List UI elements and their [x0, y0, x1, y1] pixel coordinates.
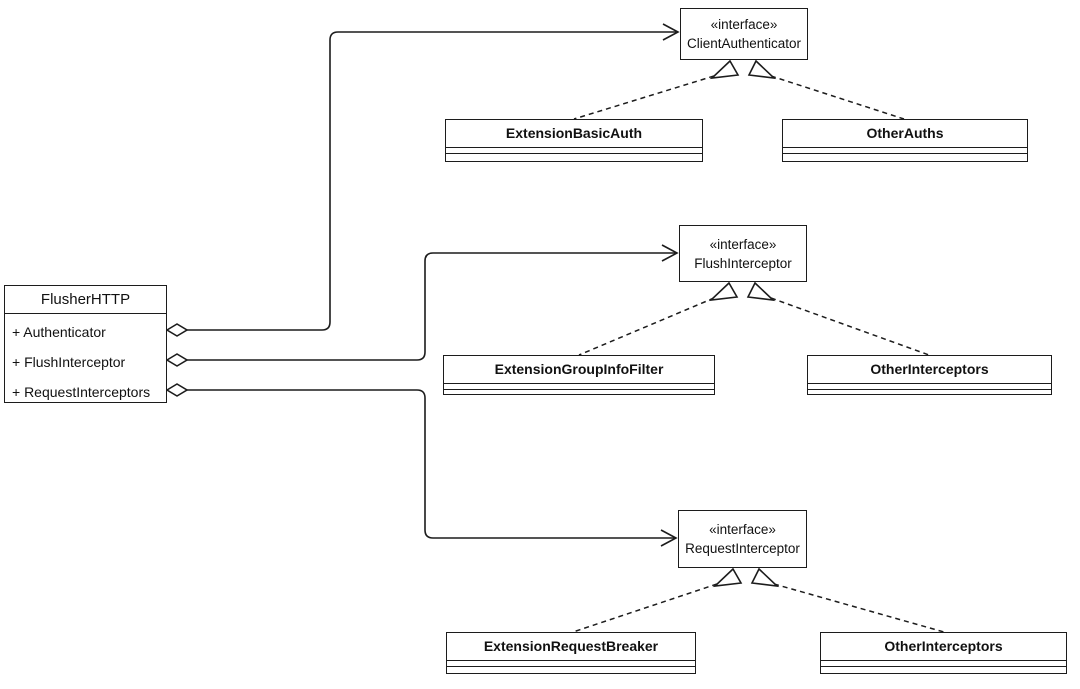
realization-triangle-icon: [709, 59, 740, 80]
interface-name: RequestInterceptor: [685, 541, 800, 556]
class-title: OtherInterceptors: [808, 356, 1051, 384]
empty-methods-compartment: [783, 154, 1027, 161]
interface-stereotype: «interface»: [710, 17, 778, 32]
class-flusherhttp: FlusherHTTP + Authenticator + FlushInter…: [4, 285, 167, 403]
realization-triangle-icon: [712, 567, 743, 588]
edge-aggregation-requestinterceptors: [187, 389, 675, 539]
interface-flushinterceptor: «interface» FlushInterceptor: [679, 225, 807, 282]
empty-methods-compartment: [821, 667, 1066, 673]
edge-aggregation-flushinterceptor: [187, 252, 676, 361]
empty-methods-compartment: [446, 154, 702, 161]
interface-name: ClientAuthenticator: [686, 36, 802, 51]
empty-methods-compartment: [447, 667, 695, 673]
aggregation-diamond-icon: [165, 353, 189, 367]
realization-triangle-icon: [750, 567, 780, 588]
interface-requestinterceptor: «interface» RequestInterceptor: [678, 510, 807, 568]
class-title: ExtensionBasicAuth: [446, 120, 702, 148]
edge-realization-otherauths: [770, 75, 905, 120]
empty-attributes-compartment: [808, 384, 1051, 390]
interface-name: FlushInterceptor: [694, 255, 792, 271]
open-arrowhead-icon: [661, 244, 679, 262]
interface-clientauthenticator: «interface» ClientAuthenticator: [680, 8, 808, 60]
realization-triangle-icon: [708, 281, 739, 302]
interface-stereotype: «interface»: [709, 236, 777, 252]
realization-triangle-icon: [746, 281, 776, 302]
empty-attributes-compartment: [447, 661, 695, 667]
empty-methods-compartment: [808, 390, 1051, 394]
attribute-authenticator: + Authenticator: [12, 324, 106, 340]
empty-attributes-compartment: [444, 384, 714, 390]
edge-realization-otherinterceptors-bot: [773, 583, 945, 633]
realization-triangle-icon: [747, 59, 777, 80]
aggregation-diamond-icon: [165, 383, 189, 397]
edge-realization-extensionbasicauth: [573, 75, 715, 120]
class-otherinterceptors-bot: OtherInterceptors: [820, 632, 1067, 674]
edge-realization-extensionrequestbreaker: [572, 583, 718, 633]
empty-methods-compartment: [444, 390, 714, 394]
interface-stereotype: «interface»: [709, 522, 776, 537]
class-title: OtherAuths: [783, 120, 1027, 148]
class-title: ExtensionGroupInfoFilter: [444, 356, 714, 384]
empty-attributes-compartment: [821, 661, 1066, 667]
class-otherinterceptors-mid: OtherInterceptors: [807, 355, 1052, 395]
open-arrowhead-icon: [660, 529, 678, 547]
edge-realization-otherinterceptors-mid: [770, 297, 930, 356]
class-extensiongroupinfofilter: ExtensionGroupInfoFilter: [443, 355, 715, 395]
class-title: FlusherHTTP: [5, 286, 166, 314]
attribute-flushinterceptor: + FlushInterceptor: [12, 354, 126, 370]
empty-attributes-compartment: [446, 148, 702, 154]
open-arrowhead-icon: [662, 23, 680, 41]
empty-attributes-compartment: [783, 148, 1027, 154]
class-title: OtherInterceptors: [821, 633, 1066, 661]
aggregation-diamond-icon: [165, 323, 189, 337]
class-otherauths: OtherAuths: [782, 119, 1028, 162]
class-attributes: + Authenticator + FlushInterceptor + Req…: [5, 314, 166, 407]
class-extensionrequestbreaker: ExtensionRequestBreaker: [446, 632, 696, 674]
class-title: ExtensionRequestBreaker: [447, 633, 695, 661]
edge-aggregation-authenticator: [187, 31, 677, 331]
class-extensionbasicauth: ExtensionBasicAuth: [445, 119, 703, 162]
attribute-requestinterceptors: + RequestInterceptors: [12, 384, 151, 400]
edge-realization-extensiongroupinfofilter: [578, 297, 715, 356]
